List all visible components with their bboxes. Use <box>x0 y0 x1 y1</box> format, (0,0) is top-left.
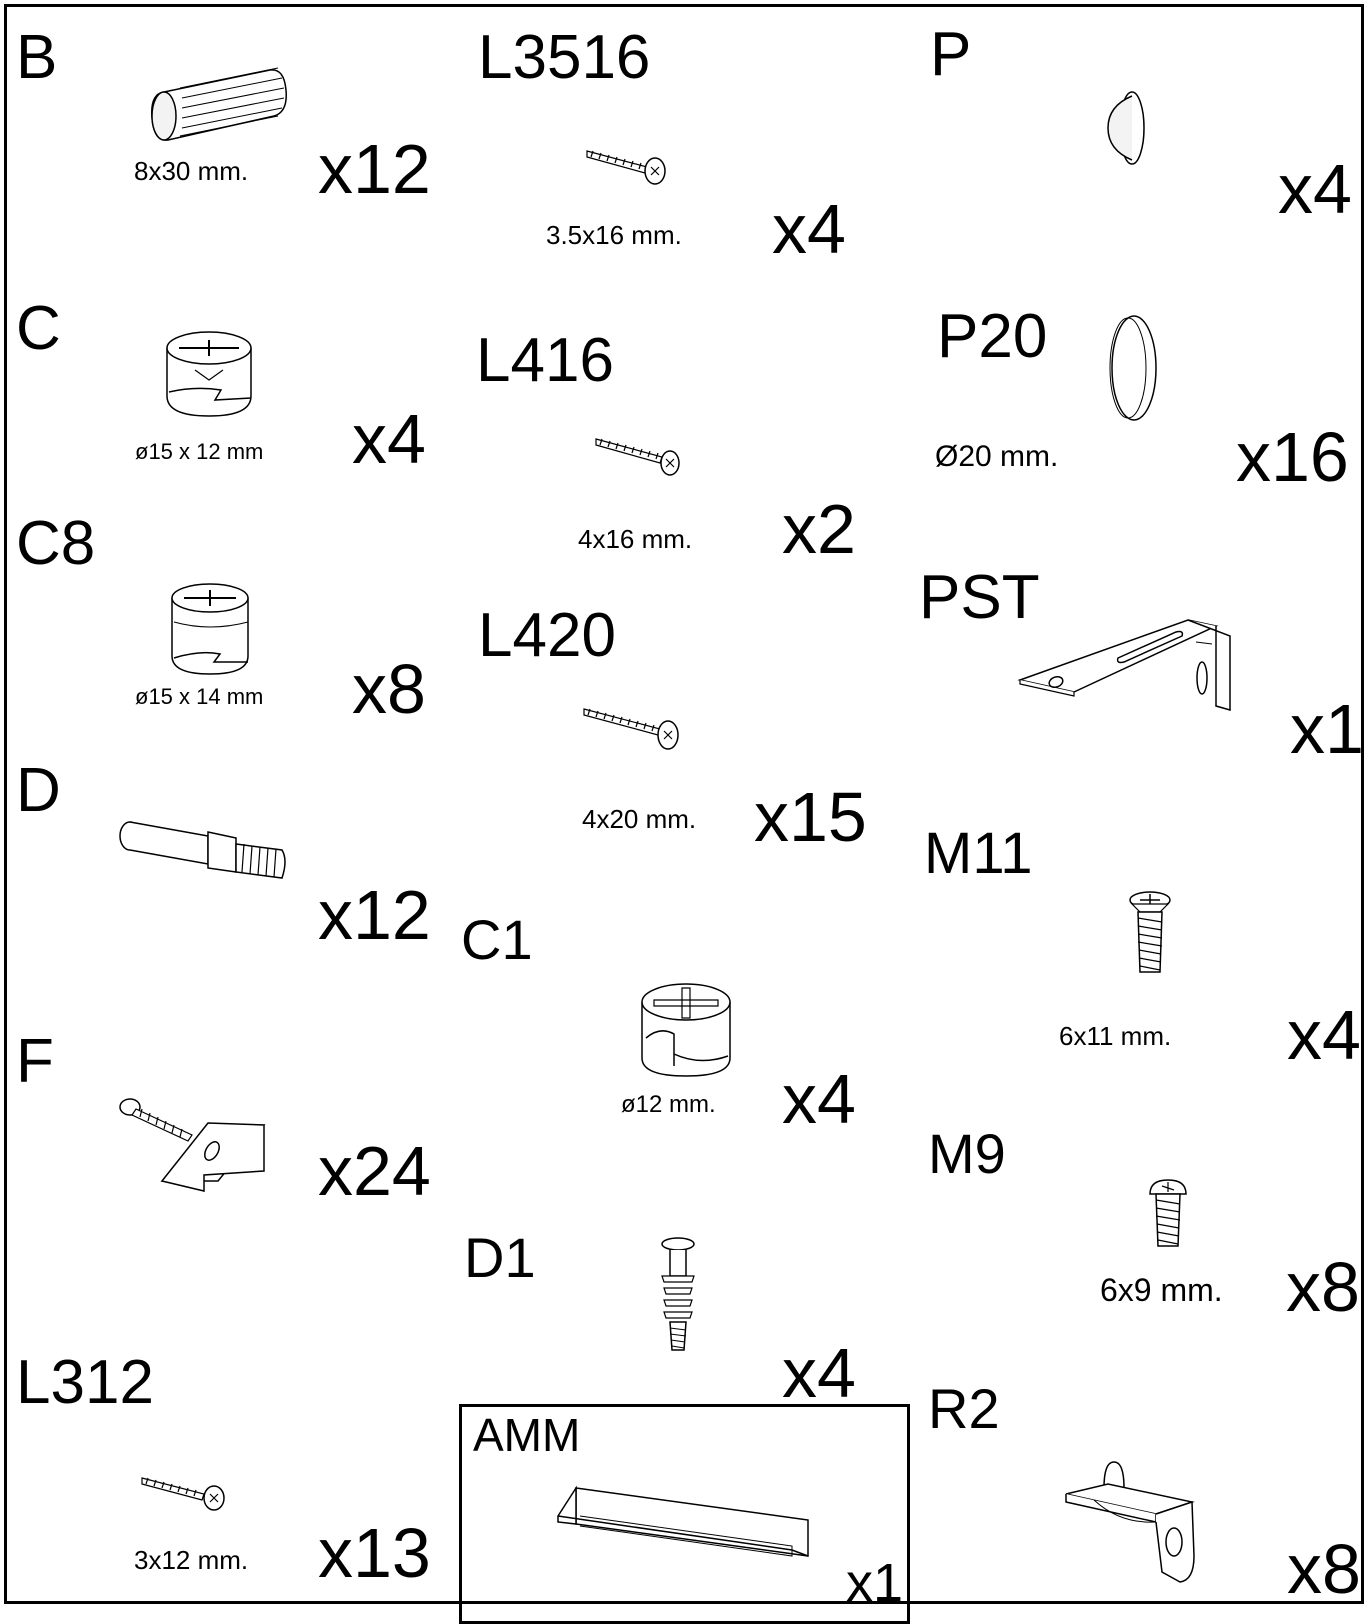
part-code: D1 <box>464 1226 536 1289</box>
cam-lock-icon <box>640 982 732 1078</box>
machine-screw-icon <box>1146 1178 1190 1250</box>
part-dimension: ø12 mm. <box>621 1091 716 1118</box>
part-quantity: x2 <box>782 490 856 568</box>
part-quantity: x1 <box>846 1553 904 1613</box>
part-code: P20 <box>937 302 1048 371</box>
part-dimension: ø15 x 12 mm <box>135 439 264 464</box>
screw-icon <box>585 145 669 189</box>
part-code: R2 <box>928 1377 1000 1440</box>
part-code: P <box>930 20 972 89</box>
part-dimension: ø15 x 14 mm <box>135 684 264 709</box>
felt-pad-icon <box>1108 312 1160 424</box>
part-dimension: 6x9 mm. <box>1100 1272 1223 1308</box>
part-code: L416 <box>476 326 614 395</box>
part-code: AMM <box>473 1409 581 1461</box>
part-quantity: x15 <box>754 778 867 856</box>
machine-screw-icon <box>1126 890 1174 976</box>
part-code: PST <box>919 563 1040 632</box>
bumper-pad-icon <box>1104 88 1148 168</box>
cam-lock-icon <box>170 582 252 678</box>
shelf-support-icon <box>1064 1460 1204 1586</box>
part-dimension: 4x20 mm. <box>582 804 697 834</box>
wooden-dowel-icon <box>150 62 290 152</box>
part-dimension: 4x16 mm. <box>578 524 693 554</box>
part-dimension: 3.5x16 mm. <box>546 220 682 250</box>
part-code: C8 <box>16 509 96 578</box>
screw-icon <box>140 1474 228 1514</box>
part-dimension: 8x30 mm. <box>134 156 249 186</box>
part-code: L3516 <box>478 23 651 92</box>
screw-icon <box>594 435 682 479</box>
part-quantity: x1 <box>1290 690 1364 768</box>
part-dimension: 6x11 mm. <box>1059 1021 1172 1051</box>
part-quantity: x24 <box>318 1132 431 1210</box>
part-quantity: x4 <box>1278 150 1352 228</box>
part-code: L420 <box>478 601 616 670</box>
part-code: L312 <box>16 1348 154 1417</box>
part-quantity: x8 <box>1286 1248 1360 1326</box>
part-code: M11 <box>924 821 1033 886</box>
part-code: M9 <box>928 1122 1006 1185</box>
cam-bolt-icon <box>656 1236 700 1354</box>
screw-icon <box>582 705 682 755</box>
part-code: C <box>16 294 61 363</box>
handle-bar-icon <box>556 1484 812 1566</box>
part-quantity: x4 <box>352 400 426 478</box>
part-quantity: x4 <box>1287 996 1361 1074</box>
part-quantity: x12 <box>318 130 431 208</box>
part-code: C1 <box>461 908 533 971</box>
part-code: D <box>16 756 61 825</box>
part-quantity: x8 <box>352 650 426 728</box>
part-quantity: x4 <box>782 1334 856 1412</box>
part-code: F <box>16 1027 54 1096</box>
part-quantity: x8 <box>1287 1530 1361 1608</box>
corner-bracket-screw-icon <box>118 1095 278 1205</box>
angle-bracket-icon <box>1018 618 1234 714</box>
part-quantity: x13 <box>318 1514 431 1592</box>
part-dimension: 3x12 mm. <box>134 1545 249 1575</box>
part-quantity: x12 <box>318 876 431 954</box>
cam-bolt-icon <box>118 820 290 892</box>
cam-lock-icon <box>165 330 255 420</box>
part-quantity: x4 <box>782 1060 856 1138</box>
part-quantity: x4 <box>772 190 846 268</box>
part-dimension: Ø20 mm. <box>935 440 1059 473</box>
part-quantity: x16 <box>1236 418 1349 496</box>
part-code: B <box>16 23 58 92</box>
